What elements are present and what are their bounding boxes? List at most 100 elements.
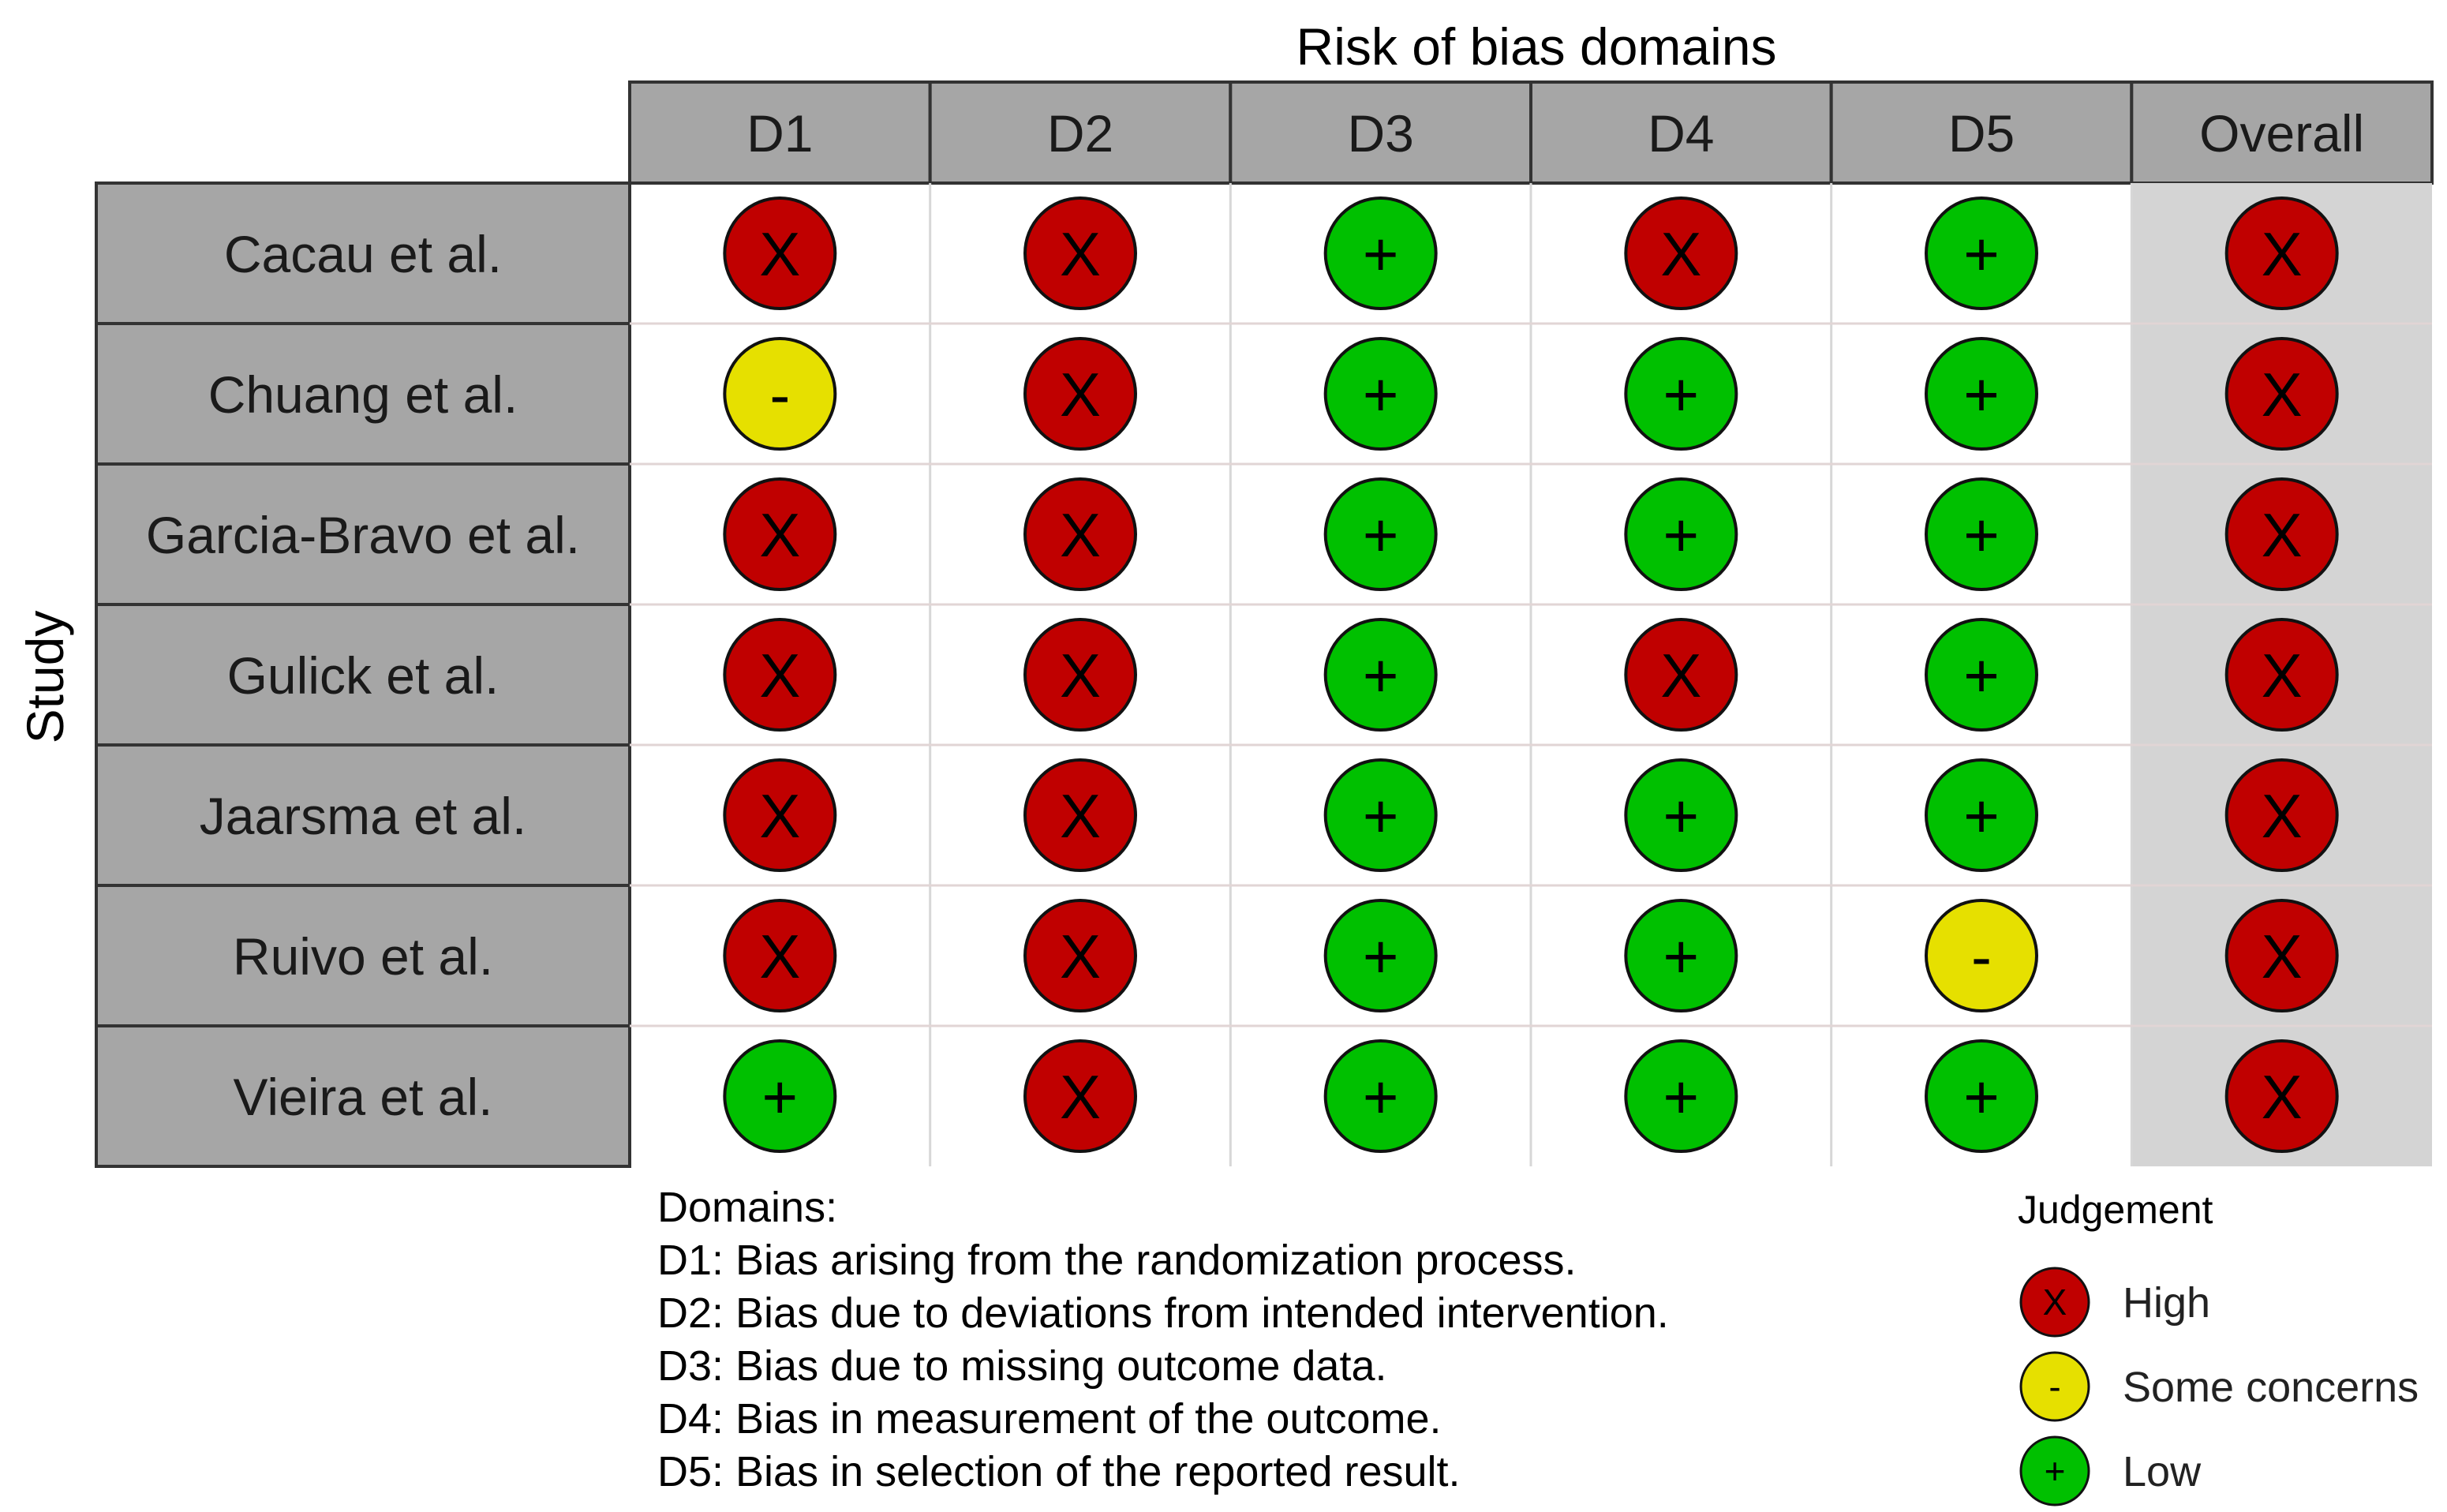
judgement-circle-low bbox=[1925, 196, 2038, 310]
judgement-symbol-low: + bbox=[1963, 500, 2000, 570]
judgement-symbol-high: X bbox=[2262, 1062, 2303, 1132]
judgement-gulick-et-al-d4: X bbox=[1624, 618, 1738, 732]
judgement-symbol-high: X bbox=[1060, 360, 1101, 429]
judgement-symbol-some-concerns: - bbox=[769, 360, 790, 429]
judgement-circle-high bbox=[1624, 618, 1738, 732]
judgement-symbol-high: X bbox=[759, 500, 800, 570]
judgement-symbol-high: X bbox=[2262, 922, 2303, 991]
judgement-symbol-high: X bbox=[2262, 219, 2303, 289]
judgement-symbol-high: X bbox=[2262, 500, 2303, 570]
header-cell-d5 bbox=[1829, 80, 2134, 185]
judgement-circle-low bbox=[1323, 618, 1438, 732]
judgement-circle-high bbox=[2224, 758, 2339, 872]
judgement-ruivo-et-al-overall: X bbox=[2224, 899, 2339, 1012]
judgement-gulick-et-al-overall: X bbox=[2224, 618, 2339, 732]
judgement-circle-low bbox=[1925, 618, 2038, 732]
judgement-circle-low bbox=[1925, 337, 2038, 451]
judgement-garcia-bravo-et-al-d3: + bbox=[1323, 477, 1438, 591]
judgement-circle-low bbox=[1323, 758, 1438, 872]
judgement-symbol-high: X bbox=[2262, 781, 2303, 851]
study-label-vieira-et-al: Vieira et al. bbox=[234, 1068, 493, 1126]
judgement-circle-high bbox=[1624, 196, 1738, 310]
judgement-gulick-et-al-d5: + bbox=[1925, 618, 2038, 732]
judgement-symbol-low: + bbox=[1963, 781, 2000, 851]
legend-title: Judgement bbox=[2018, 1188, 2213, 1232]
header-label-d3: D3 bbox=[1347, 104, 1413, 163]
judgement-gulick-et-al-d1: X bbox=[723, 618, 837, 732]
judgement-symbol-low: + bbox=[1663, 781, 1700, 851]
judgement-symbol-high: X bbox=[2262, 641, 2303, 710]
judgement-symbol-high: X bbox=[759, 219, 800, 289]
judgement-circle-low bbox=[1323, 196, 1438, 310]
domains-key: Domains: D1: Bias arising from the rando… bbox=[657, 1184, 1669, 1495]
judgement-gulick-et-al-d3: + bbox=[1323, 618, 1438, 732]
judgement-vieira-et-al-d3: + bbox=[1323, 1039, 1438, 1153]
domain-d1-description: D1: Bias arising from the randomization … bbox=[657, 1237, 1577, 1284]
study-label-gulick-et-al: Gulick et al. bbox=[227, 646, 500, 705]
judgement-circle-high bbox=[2224, 337, 2339, 451]
judgement-cacau-et-al-overall: X bbox=[2224, 196, 2339, 310]
header-cell-d1 bbox=[628, 80, 932, 185]
judgement-symbol-high: X bbox=[1060, 781, 1101, 851]
judgement-jaarsma-et-al-d3: + bbox=[1323, 758, 1438, 872]
judgement-ruivo-et-al-d1: X bbox=[723, 899, 837, 1012]
judgement-vieira-et-al-d4: + bbox=[1624, 1039, 1738, 1153]
judgement-circle-high bbox=[723, 477, 837, 591]
study-label-garcia-bravo-et-al: Garcia-Bravo et al. bbox=[146, 506, 580, 564]
legend-symbol-high: X bbox=[2043, 1282, 2067, 1323]
judgement-symbol-low: + bbox=[1663, 500, 1700, 570]
header-label-d2: D2 bbox=[1047, 104, 1113, 163]
domain-d3-description: D3: Bias due to missing outcome data. bbox=[657, 1342, 1387, 1390]
judgement-cacau-et-al-d5: + bbox=[1925, 196, 2038, 310]
judgement-symbol-low: + bbox=[1363, 781, 1399, 851]
judgement-circle-high bbox=[2224, 477, 2339, 591]
judgement-symbol-low: + bbox=[1363, 1062, 1399, 1132]
judgement-symbol-high: X bbox=[1060, 922, 1101, 991]
study-label-ruivo-et-al: Ruivo et al. bbox=[233, 927, 493, 986]
judgement-symbol-low: + bbox=[1663, 1062, 1700, 1132]
judgement-circle-low bbox=[1624, 758, 1738, 872]
judgement-circle-high bbox=[2224, 899, 2339, 1012]
judgement-symbol-low: + bbox=[762, 1062, 799, 1132]
legend-item-some-concerns: -Some concerns bbox=[2019, 1351, 2419, 1422]
judgement-vieira-et-al-d1: + bbox=[723, 1039, 837, 1153]
study-label-cell bbox=[95, 884, 631, 1027]
judgement-jaarsma-et-al-d5: + bbox=[1925, 758, 2038, 872]
judgement-symbol-high: X bbox=[1660, 219, 1701, 289]
judgement-symbol-low: + bbox=[1363, 360, 1399, 429]
study-label-cacau-et-al: Cacau et al. bbox=[224, 225, 502, 283]
judgement-symbol-some-concerns: - bbox=[1971, 922, 1992, 991]
judgement-circle-some-concerns bbox=[723, 337, 837, 451]
judgement-cacau-et-al-d3: + bbox=[1323, 196, 1438, 310]
judgement-circle-high bbox=[723, 899, 837, 1012]
judgement-symbol-high: X bbox=[759, 781, 800, 851]
judgement-chuang-et-al-d3: + bbox=[1323, 337, 1438, 451]
legend-swatch-high bbox=[2019, 1267, 2090, 1338]
judgement-circle-low bbox=[1624, 899, 1738, 1012]
judgement-circle-high bbox=[1023, 337, 1137, 451]
legend-swatch-low bbox=[2019, 1435, 2090, 1506]
judgement-gulick-et-al-d2: X bbox=[1023, 618, 1137, 732]
judgement-symbol-low: + bbox=[1963, 1062, 2000, 1132]
study-label-cell bbox=[95, 743, 631, 887]
judgement-circle-low bbox=[1323, 337, 1438, 451]
header-label-d5: D5 bbox=[1948, 104, 2015, 163]
legend-swatch-some-concerns bbox=[2019, 1351, 2090, 1422]
judgement-symbol-high: X bbox=[2262, 360, 2303, 429]
legend-symbol-some-concerns: - bbox=[2049, 1366, 2060, 1407]
judgement-symbol-low: + bbox=[1363, 219, 1399, 289]
judgement-vieira-et-al-overall: X bbox=[2224, 1039, 2339, 1153]
judgement-cacau-et-al-d1: X bbox=[723, 196, 837, 310]
judgement-circle-low bbox=[1323, 1039, 1438, 1153]
judgement-circle-high bbox=[1023, 1039, 1137, 1153]
chart-title: Risk of bias domains bbox=[1296, 17, 1777, 76]
judgement-circle-high bbox=[2224, 196, 2339, 310]
legend-symbol-low: + bbox=[2045, 1450, 2066, 1491]
judgement-cacau-et-al-d4: X bbox=[1624, 196, 1738, 310]
domain-d4-description: D4: Bias in measurement of the outcome. bbox=[657, 1395, 1442, 1443]
y-axis-label: Study bbox=[16, 611, 74, 744]
study-label-jaarsma-et-al: Jaarsma et al. bbox=[200, 787, 527, 845]
